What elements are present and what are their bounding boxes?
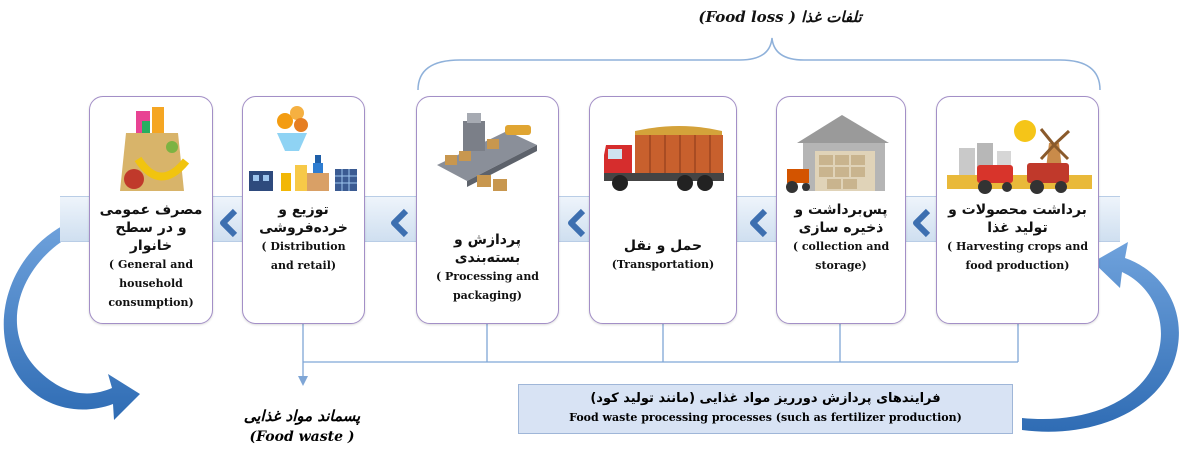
stage-label-en: ( Harvesting crops and food production) [946, 240, 1089, 272]
stage-label-fa: مصرف عمومی و در سطح خانوار [99, 202, 203, 254]
waste-arrowhead [298, 376, 308, 386]
stage-storage: پس‌برداشت و ذخیره سازی ( collection and … [776, 96, 906, 324]
chevron-left-icon [750, 208, 768, 238]
stage-consumption: مصرف عمومی و در سطح خانوار ( General and… [89, 96, 213, 324]
stage-label-en: ( General and household consumption) [108, 258, 194, 309]
stage-transportation: حمل و نقل (Transportation) [589, 96, 737, 324]
stage-label-en: ( Processing and packaging) [435, 270, 540, 302]
truck-icon [604, 126, 724, 191]
stage-processing: پردازش و بسته‌بندی ( Processing and pack… [416, 96, 559, 324]
stage-label-en: ( Distribution and retail) [261, 240, 346, 272]
conveyor-icon [437, 113, 537, 191]
harvest-farm-icon [947, 120, 1092, 194]
left-cycle-arrow [3, 222, 140, 420]
chevron-left-icon [913, 208, 931, 238]
waste-processing-fa: فرایندهای پردازش دورریز مواد غذایی (مانن… [590, 391, 941, 406]
food-waste-en: (Food waste ) [249, 429, 355, 445]
stage-label-en: (Transportation) [611, 258, 715, 271]
stage-label-fa: برداشت محصولات و تولید غذا [948, 202, 1087, 236]
grocery-bag-icon [120, 107, 190, 191]
food-loss-title: تلفات غذا ( Food loss) [698, 8, 862, 26]
chevron-left-icon [391, 208, 409, 238]
stage-harvesting: برداشت محصولات و تولید غذا ( Harvesting … [936, 96, 1099, 324]
food-loss-bracket [417, 37, 1101, 91]
waste-connectors [302, 324, 1019, 378]
chevron-left-icon [568, 208, 586, 238]
food-waste-fa: پسماند مواد غذایی [243, 407, 361, 425]
waste-processing-en: Food waste processing processes (such as… [569, 411, 962, 424]
stage-label-fa: حمل و نقل [623, 238, 703, 254]
stage-label-fa: پس‌برداشت و ذخیره سازی [794, 202, 888, 236]
stage-label-fa: توزیع و خرده‌فروشی [259, 202, 348, 236]
storage-warehouse-icon [786, 115, 889, 193]
waste-processing-box: فرایندهای پردازش دورریز مواد غذایی (مانن… [518, 384, 1013, 434]
food-waste-label: پسماند مواد غذایی (Food waste ) [192, 405, 412, 447]
stage-distribution: توزیع و خرده‌فروشی ( Distribution and re… [242, 96, 365, 324]
stage-label-en: ( collection and storage) [792, 240, 890, 272]
stage-label-fa: پردازش و بسته‌بندی [454, 232, 521, 266]
chevron-left-icon [220, 208, 238, 238]
retail-products-icon [249, 106, 357, 191]
